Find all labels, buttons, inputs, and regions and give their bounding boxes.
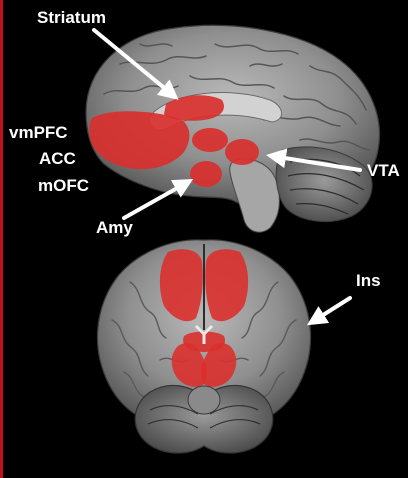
thalamic-region xyxy=(192,128,228,152)
amygdala-label: Amy xyxy=(96,219,133,236)
insula-label: Ins xyxy=(356,272,381,289)
vta-label: VTA xyxy=(367,162,400,179)
vmpfc-label: vmPFC xyxy=(9,124,68,141)
acc-label: ACC xyxy=(39,150,76,167)
ventral-brainstem xyxy=(188,386,220,414)
striatum-label: Striatum xyxy=(37,9,106,26)
sagittal-brain xyxy=(86,25,379,232)
vta-region xyxy=(225,139,259,165)
ventral-brain xyxy=(97,240,310,453)
mofc-label: mOFC xyxy=(38,177,89,194)
amygdala-region xyxy=(190,161,222,187)
arrow-icon xyxy=(312,298,350,322)
